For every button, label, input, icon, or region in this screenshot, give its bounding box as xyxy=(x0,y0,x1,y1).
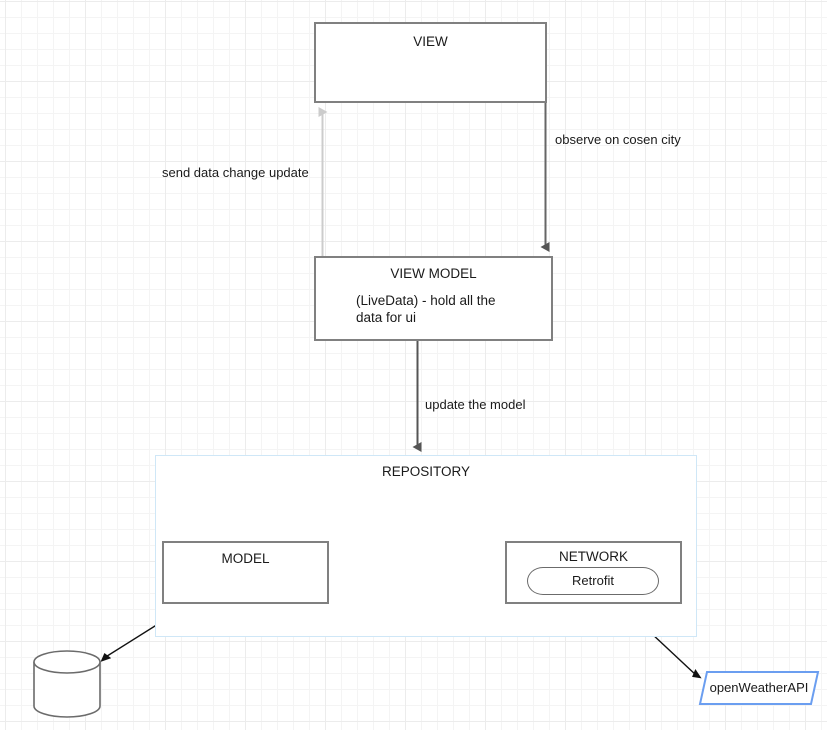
retrofit-node[interactable]: Retrofit xyxy=(527,567,659,595)
network-label: NETWORK xyxy=(559,549,628,564)
retrofit-label: Retrofit xyxy=(572,573,614,588)
repository-label: REPOSITORY xyxy=(381,464,471,479)
open-weather-api-label: openWeatherAPI xyxy=(709,680,809,695)
edge-label-send-data-change-update: send data change update xyxy=(162,165,309,180)
view-model-node[interactable]: VIEW MODEL (LiveData) - hold all the dat… xyxy=(314,256,553,341)
database-cylinder[interactable] xyxy=(33,650,101,718)
edge-label-observe-on-cosen-city: observe on cosen city xyxy=(555,132,681,147)
view-model-label: VIEW MODEL xyxy=(390,266,477,281)
view-model-detail: (LiveData) - hold all the data for ui xyxy=(356,293,496,325)
edge-label-update-the-model: update the model xyxy=(425,397,526,412)
model-node[interactable]: MODEL xyxy=(162,541,329,604)
model-label: MODEL xyxy=(221,551,270,566)
view-label: VIEW xyxy=(413,34,448,49)
view-node[interactable]: VIEW xyxy=(314,22,547,103)
